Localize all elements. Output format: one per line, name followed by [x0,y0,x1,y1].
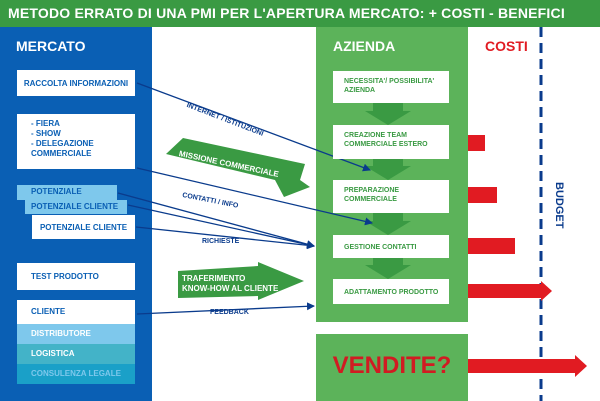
contatti-connector [136,167,373,226]
preparazione-box: PREPARAZIONE COMMERCIALE [333,180,449,213]
logistica-row: LOGISTICA [17,344,135,364]
cliente-label: CLIENTE [31,307,66,316]
distributore-row: DISTRIBUTORE [17,324,135,344]
cost-bar-4-arrow [468,281,552,301]
fiera-box: - FIERA - SHOW - DELEGAZIONE COMMERCIALE [17,114,135,169]
show-line: - SHOW [31,129,61,138]
preparazione-line-1: PREPARAZIONE [344,187,400,194]
potenziale-cliente-label-2: POTENZIALE CLIENTE [31,202,119,211]
preparazione-line-2: COMMERCIALE [344,196,397,203]
test-prodotto-label: TEST PRODOTTO [31,272,99,281]
trasferimento-label: TRAFERIMENTO KNOW-HOW AL CLIENTE [182,274,278,294]
richieste-connector-1 [117,192,315,249]
azienda-header: AZIENDA [333,38,396,54]
potenziale-cliente-label-3: POTENZIALE CLIENTE [39,222,128,232]
gestione-contatti-label: GESTIONE CONTATTI [344,244,417,251]
creazione-team-line-1: CREAZIONE TEAM [344,132,407,139]
logistica-label: LOGISTICA [31,349,75,358]
connector-lines [117,82,373,315]
cost-bars [468,135,587,377]
adattamento-prodotto-box: ADATTAMENTO PRODOTTO [333,279,449,304]
commerciale-line: COMMERCIALE [31,149,92,158]
flow-arrow-2 [365,159,411,180]
consulenza-label: CONSULENZA LEGALE [31,369,121,378]
vendite-red-arrow [468,355,587,377]
potenziale-cliente-box-2: POTENZIALE CLIENTE [25,200,127,214]
necessita-line-1: NECESSITA'/ POSSIBILITA' [344,78,435,85]
richieste-label: RICHIESTE [202,238,240,245]
internet-connector [136,82,371,172]
adattamento-prodotto-label: ADATTAMENTO PRODOTTO [344,289,439,296]
richieste-connector-3 [135,226,315,250]
mercato-header: MERCATO [16,38,86,54]
feedback-connector [136,302,315,315]
trasferimento-line-1: TRAFERIMENTO [182,274,246,283]
missione-commerciale-arrow [166,138,310,197]
vendite-box [316,334,468,401]
flow-arrow-1 [365,103,411,125]
richieste-connector-2 [127,204,315,249]
cost-bar-3 [468,238,515,254]
fiera-line: - FIERA [31,119,60,128]
consulenza-row: CONSULENZA LEGALE [17,364,135,384]
flow-arrow-3 [365,213,411,235]
necessita-box: NECESSITA'/ POSSIBILITA' AZIENDA [333,71,449,103]
delegazione-line: - DELEGAZIONE [31,139,94,148]
test-prodotto-box: TEST PRODOTTO [17,263,135,290]
feedback-label: FEEDBACK [210,309,249,316]
cost-bar-2 [468,187,497,203]
raccolta-informazioni-label: RACCOLTA INFORMAZIONI [23,78,129,88]
creazione-team-line-2: COMMERCIALE ESTERO [344,141,428,148]
cliente-box: CLIENTE [17,300,135,324]
trasferimento-line-2: KNOW-HOW AL CLIENTE [182,284,279,293]
trasferimento-arrow [178,262,304,300]
necessita-line-2: AZIENDA [344,87,376,94]
page-title: METODO ERRATO DI UNA PMI PER L'APERTURA … [0,0,600,27]
costi-header: COSTI [485,38,528,54]
vendite-label: VENDITE? [332,352,452,379]
cost-bar-1 [468,135,485,151]
gestione-contatti-box: GESTIONE CONTATTI [333,235,449,258]
flow-arrow-4 [365,258,411,279]
budget-label: BUDGET [553,182,565,229]
raccolta-informazioni-box: RACCOLTA INFORMAZIONI [17,70,135,96]
azienda-flow-arrows [365,103,411,279]
distributore-label: DISTRIBUTORE [31,329,91,338]
creazione-team-box: CREAZIONE TEAM COMMERCIALE ESTERO [333,125,449,159]
potenziale-cliente-box-3: POTENZIALE CLIENTE [32,215,135,239]
